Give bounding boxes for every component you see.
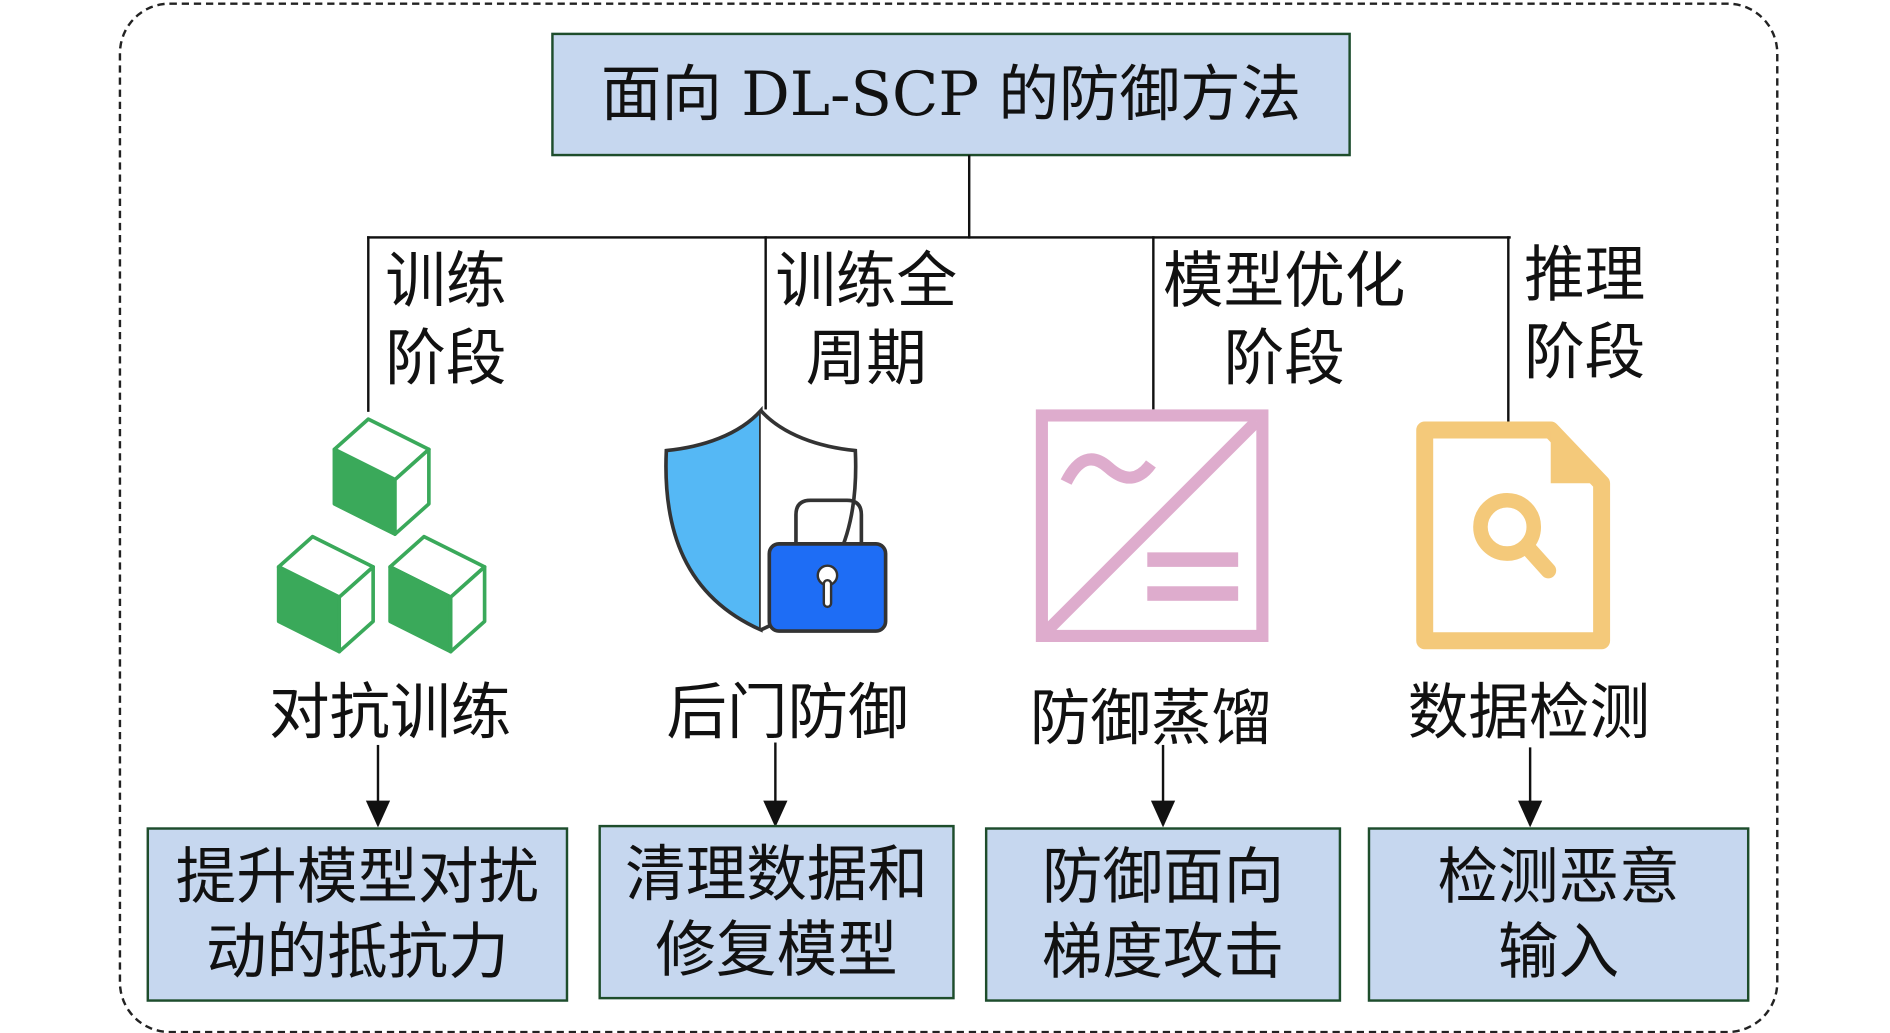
result-box: 提升模型对扰 动的抵抗力 <box>146 827 569 1002</box>
stage-label-line: 阶段 <box>1223 323 1345 394</box>
result-line: 梯度攻击 <box>1041 916 1285 988</box>
connector-line <box>367 236 1511 239</box>
result-box: 清理数据和 修复模型 <box>598 824 955 1000</box>
result-line: 清理数据和 <box>625 839 929 910</box>
arrow-down-icon <box>365 744 391 828</box>
root-title: 面向 DL-SCP 的防御方法 <box>600 59 1302 130</box>
connector-line <box>967 155 971 239</box>
method-name: 后门防御 <box>666 677 909 748</box>
stage-label-line: 阶段 <box>1524 317 1646 388</box>
method-name: 防御蒸馏 <box>1029 683 1273 754</box>
root-box: 面向 DL-SCP 的防御方法 <box>551 32 1351 157</box>
stage-label-line: 训练 <box>385 245 507 317</box>
connector-line <box>1507 236 1510 422</box>
result-line: 修复模型 <box>655 914 898 985</box>
shield-lock-icon <box>664 405 888 633</box>
stage-label-line: 阶段 <box>385 323 507 394</box>
result-line: 提升模型对扰 <box>175 841 540 913</box>
stage-label-full-cycle: 训练全 周期 <box>775 242 957 397</box>
cubes-icon <box>276 417 487 654</box>
result-box: 检测恶意 输入 <box>1367 827 1750 1002</box>
result-line: 检测恶意 <box>1437 841 1680 913</box>
stage-label-line: 训练全 <box>775 245 958 317</box>
connector-line <box>1152 236 1155 410</box>
document-search-icon <box>1416 421 1611 650</box>
result-box: 防御面向 梯度攻击 <box>984 827 1342 1002</box>
stage-label-line: 周期 <box>805 323 927 394</box>
stage-label-optimization: 模型优化 阶段 <box>1163 242 1405 397</box>
connector-line <box>764 236 767 410</box>
result-line: 防御面向 <box>1041 841 1285 913</box>
arrow-down-icon <box>763 742 788 828</box>
arrow-down-icon <box>1150 744 1176 828</box>
stage-label-inference: 推理 阶段 <box>1524 236 1645 391</box>
distill-chart-icon <box>1035 409 1269 642</box>
arrow-down-icon <box>1518 747 1543 828</box>
result-line: 输入 <box>1498 916 1620 988</box>
stage-label-training: 训练 阶段 <box>385 242 506 397</box>
method-name: 对抗训练 <box>268 677 512 748</box>
stage-label-line: 模型优化 <box>1163 245 1406 317</box>
connector-line <box>367 236 370 412</box>
method-name: 数据检测 <box>1407 677 1651 748</box>
result-line: 动的抵抗力 <box>205 916 509 988</box>
stage-label-line: 推理 <box>1524 239 1646 311</box>
